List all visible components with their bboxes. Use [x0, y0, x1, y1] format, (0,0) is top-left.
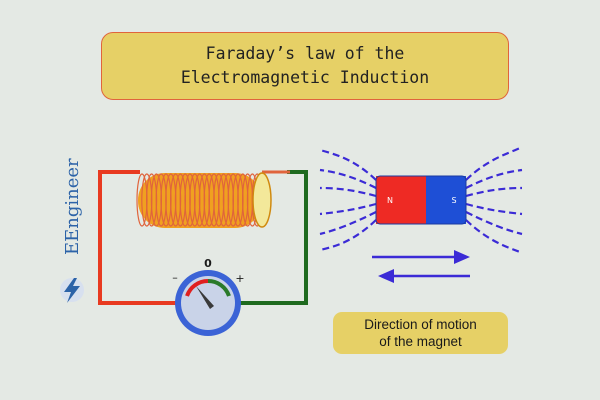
- magnet-outline: [375, 175, 467, 225]
- wire-left: [98, 170, 178, 305]
- arrow-left-head: [378, 269, 394, 283]
- caption-line-1: Direction of motion: [364, 317, 477, 332]
- galvanometer-plus-label: +: [235, 272, 244, 285]
- galvanometer-scale-green: [207, 278, 231, 297]
- galvanometer-scale-red: [185, 278, 209, 297]
- caption-line-2: of the magnet: [379, 334, 462, 349]
- title-line-1: Faraday’s law of the: [205, 44, 405, 63]
- magnet-north-label: N: [387, 196, 393, 205]
- title-banner: Faraday’s law of the Electromagnetic Ind…: [101, 32, 509, 100]
- lightning-bolt-icon: [64, 278, 80, 303]
- galvanometer-minus-label: –: [172, 271, 178, 284]
- arrow-right-head: [454, 250, 470, 264]
- brand-name: EEngineer: [62, 158, 83, 255]
- coil-end: [252, 172, 272, 228]
- galvanometer-zero-label: 0: [204, 257, 212, 270]
- magnet-south-label: S: [451, 196, 456, 205]
- magnetic-field-lines: [319, 146, 523, 254]
- magnet-south-pole: [426, 176, 466, 224]
- title-line-2: Electromagnetic Induction: [180, 68, 430, 87]
- galvanometer-needle: [196, 286, 214, 309]
- magnet-north-pole: [376, 176, 426, 224]
- motion-caption: Direction of motion of the magnet: [333, 312, 508, 354]
- wire-right: [238, 170, 308, 305]
